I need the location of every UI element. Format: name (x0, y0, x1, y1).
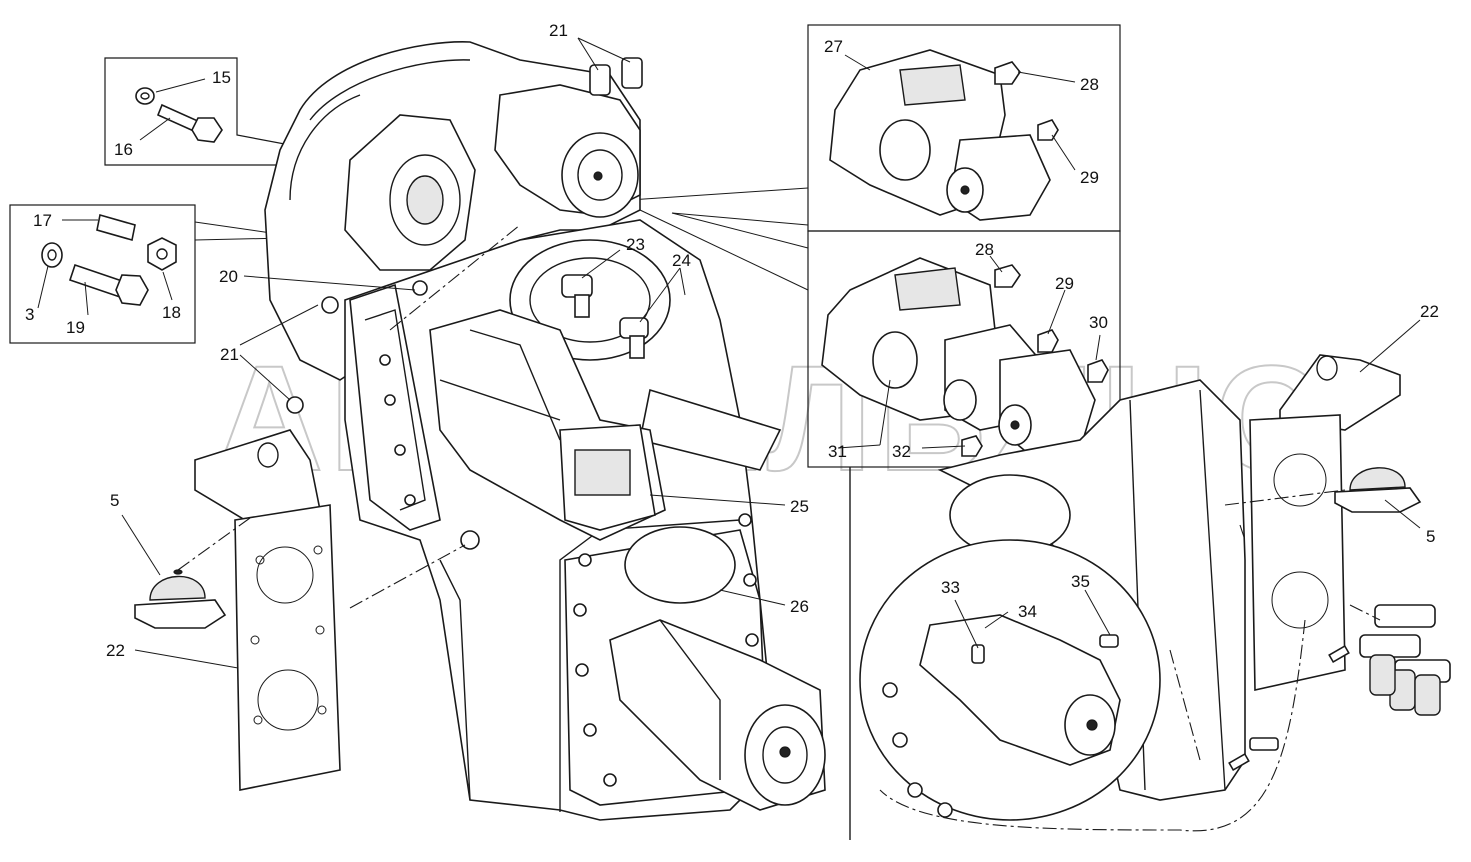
callout-17: 17 (33, 211, 52, 230)
callout-28-upper: 28 (1080, 75, 1099, 94)
detail-circle (859, 539, 1161, 821)
bolt-19 (68, 263, 149, 306)
callout-15: 15 (212, 68, 231, 87)
callouts: 15 16 17 18 19 3 21 20 21 23 24 25 26 5 … (25, 21, 1439, 660)
callout-22-left: 22 (106, 641, 125, 660)
callout-30: 30 (1089, 313, 1108, 332)
callout-5-right: 5 (1426, 527, 1435, 546)
callout-29-lower: 29 (1055, 274, 1074, 293)
callout-24: 24 (672, 251, 691, 270)
callout-32: 32 (892, 442, 911, 461)
rubber-mount-left (134, 569, 227, 629)
bolt-16 (156, 103, 223, 143)
callout-3: 3 (25, 305, 34, 324)
callout-35: 35 (1071, 572, 1090, 591)
stud-17 (96, 213, 136, 242)
rubber-mount-right (1334, 467, 1422, 513)
callout-33: 33 (941, 578, 960, 597)
left-mount-bracket (194, 429, 341, 791)
callout-20: 20 (219, 267, 238, 286)
pump-31 (821, 257, 1109, 457)
callout-16: 16 (114, 140, 133, 159)
callout-5-left: 5 (110, 491, 119, 510)
right-mount-bracket (1249, 354, 1401, 691)
callout-31: 31 (828, 442, 847, 461)
cover-bolts (286, 280, 759, 787)
pump-27 (829, 49, 1059, 221)
main-gear-pump (429, 309, 666, 541)
callout-34: 34 (1018, 602, 1037, 621)
callout-29-upper: 29 (1080, 168, 1099, 187)
callout-23: 23 (626, 235, 645, 254)
leader-lines (37, 37, 1421, 669)
rear-drive-pump (609, 526, 826, 811)
callout-21-top: 21 (549, 21, 568, 40)
elbow-fittings (561, 274, 649, 359)
hose-fittings (1228, 604, 1451, 772)
callout-22-right: 22 (1420, 302, 1439, 321)
callout-18: 18 (162, 303, 181, 322)
upper-hydraulic-pump (494, 57, 643, 218)
callout-26: 26 (790, 597, 809, 616)
flange-pump-left (344, 114, 476, 271)
callout-27: 27 (824, 37, 843, 56)
inset-box-bolt-17-19 (9, 204, 196, 344)
callout-21-left: 21 (220, 345, 239, 364)
callout-25: 25 (790, 497, 809, 516)
washer-3 (41, 242, 63, 268)
nut-18 (147, 237, 177, 271)
callout-28-lower: 28 (975, 240, 994, 259)
washer-15 (135, 87, 155, 105)
callout-19: 19 (66, 318, 85, 337)
